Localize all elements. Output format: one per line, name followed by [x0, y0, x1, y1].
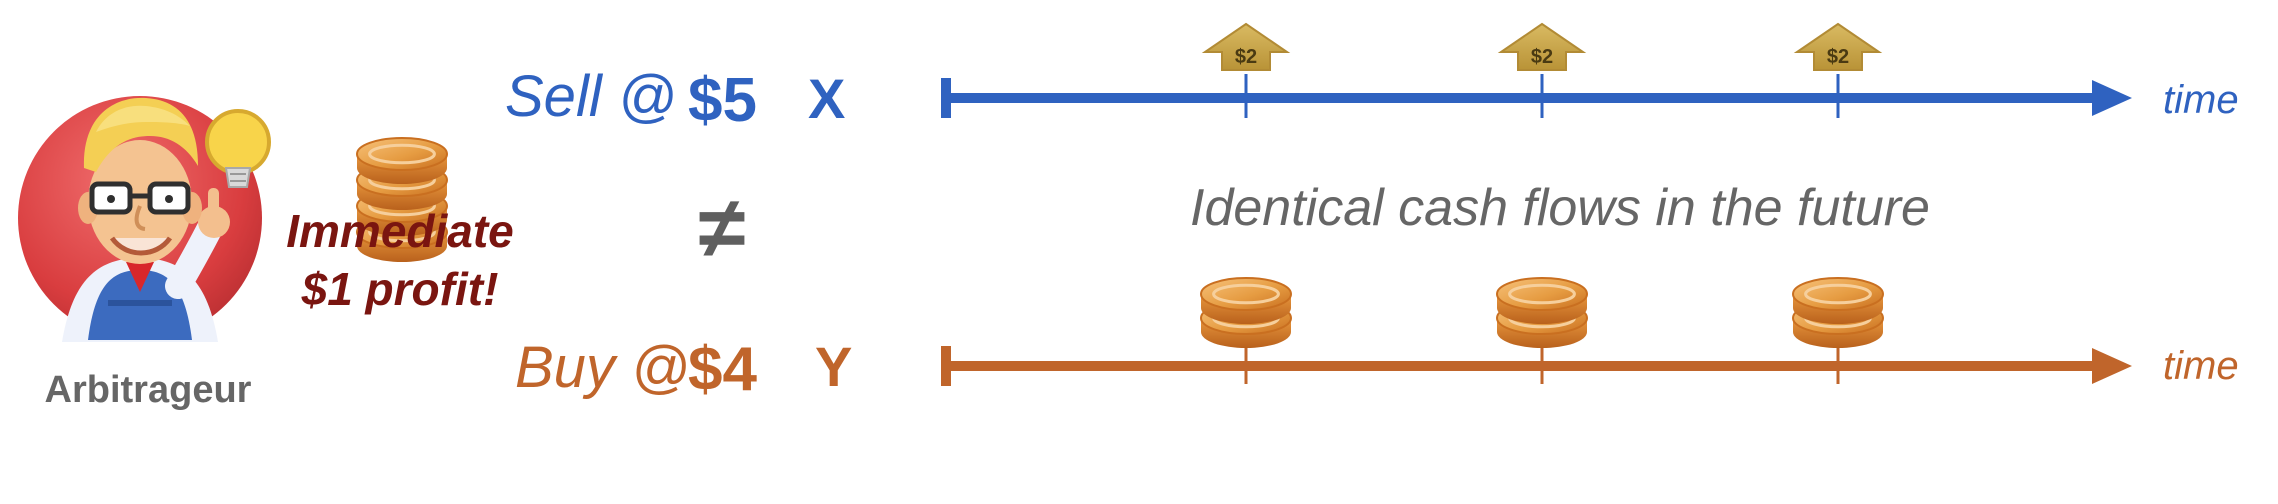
sell-timeline: [941, 74, 2132, 118]
top-time-label: time: [2163, 78, 2239, 122]
cash-flow-amount: $2: [1235, 46, 1257, 68]
arbitrageur-avatar-icon: [18, 96, 271, 342]
sell-price: $5: [688, 66, 757, 135]
buy-timeline: [941, 346, 2132, 386]
cash-flow-arrow: $2: [1497, 22, 1587, 71]
arbitrageur-label: Arbitrageur: [45, 369, 252, 411]
buy-label: Buy @: [515, 335, 690, 400]
future-coin-stack: [1496, 277, 1588, 348]
asset-x-label: X: [808, 67, 845, 130]
immediate-profit-line2: $1 profit!: [301, 263, 499, 315]
identical-cash-flows-text: Identical cash flows in the future: [1190, 179, 1930, 237]
asset-y-label: Y: [815, 335, 852, 398]
cash-flow-amount: $2: [1827, 46, 1849, 68]
immediate-profit-line1: Immediate: [286, 205, 514, 257]
bottom-time-label: time: [2163, 344, 2239, 388]
profit-coin-stack: [356, 137, 448, 262]
not-equal-symbol: ≠: [698, 180, 745, 276]
cash-flow-arrow: $2: [1201, 22, 1291, 71]
cash-flow-arrow: $2: [1793, 22, 1883, 71]
future-coin-stack: [1792, 277, 1884, 348]
cash-flow-amount: $2: [1531, 46, 1553, 68]
buy-price: $4: [688, 335, 757, 404]
coin-stack-icon: [356, 137, 448, 262]
future-coin-stack: [1200, 277, 1292, 348]
sell-label: Sell @: [505, 64, 677, 129]
